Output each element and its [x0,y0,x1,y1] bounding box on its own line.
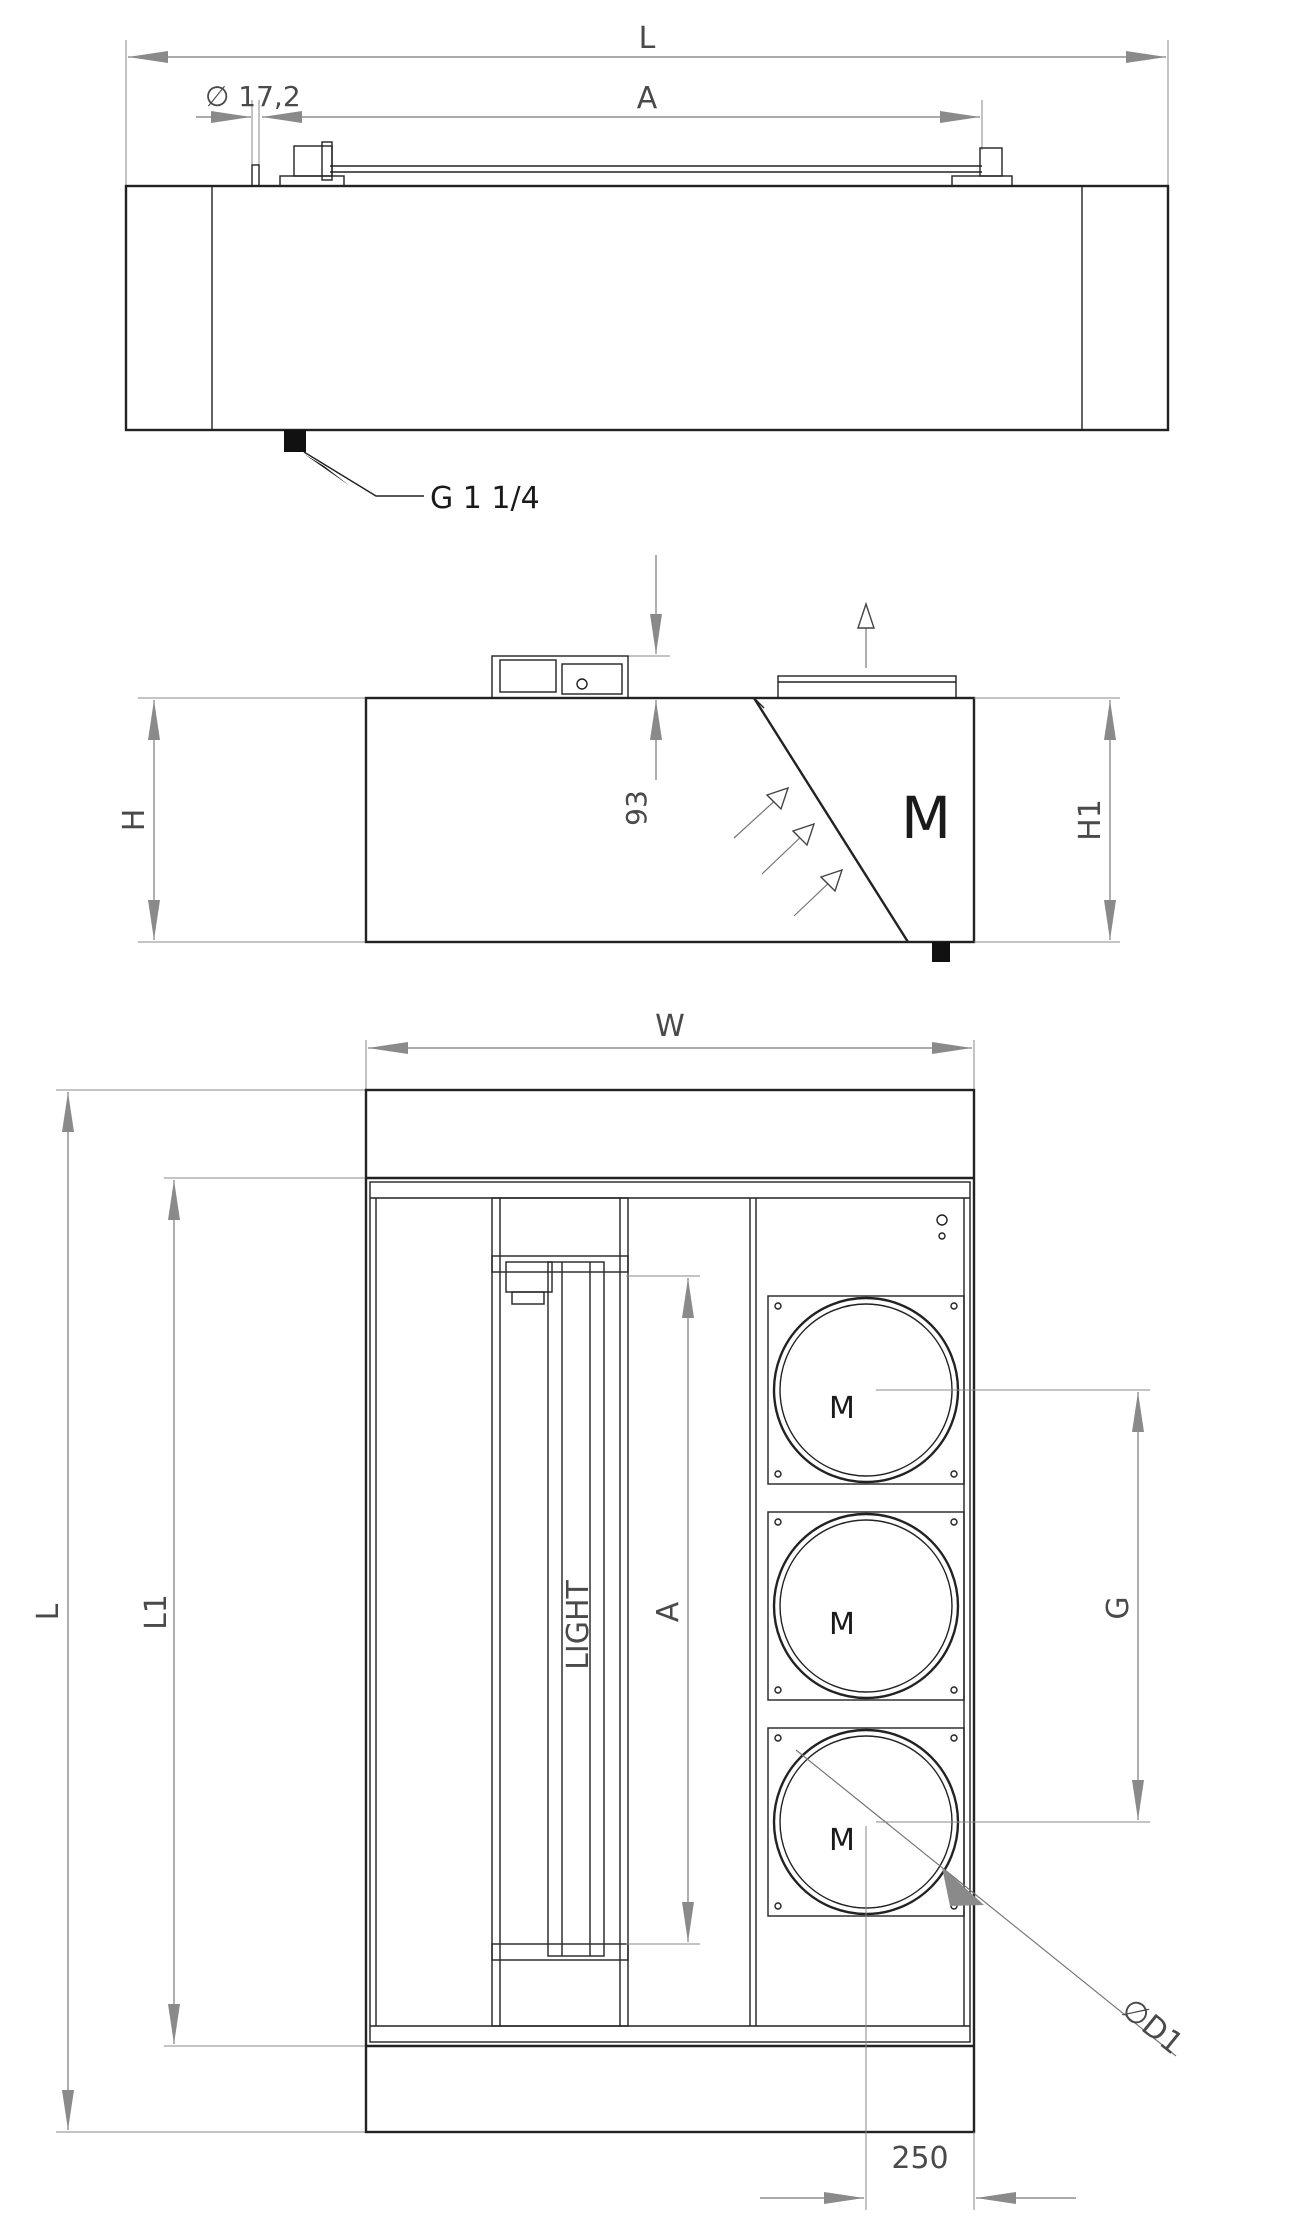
dim-label-h1: H1 [1073,799,1108,841]
dim-label-h: H [117,809,152,832]
top-view: L ∅ 17,2 A G 1 1/4 [124,21,1170,516]
bracket-right [951,175,1013,187]
drain-outlet [284,430,306,452]
fan-plate-2 [767,1511,965,1701]
hood-body-top [124,184,1170,432]
filter-diagonal [752,697,910,943]
dim-label-w: W [655,1009,685,1044]
dim-label-93: 93 [620,790,653,826]
bracket-left [279,175,345,187]
dim-label-d1: ∅D1 [1114,1992,1189,2062]
side-view: H 93 M [117,555,1120,962]
inner-frame [369,1181,971,2043]
hood-body-plan [364,1088,976,2134]
light-channel [491,1197,629,2027]
dim-label-l1: L1 [139,1594,174,1630]
dim-label-l-plan: L [31,1603,66,1620]
motor-label-2: M [829,1607,855,1642]
light-fixture-side [491,655,629,699]
dim-label-pipe-diameter: ∅ 17,2 [205,80,301,113]
dim-label-g: G [1101,1596,1136,1619]
light-tube [547,1261,605,1957]
motor-label-side: M [901,784,951,852]
connection-label: G 1 1/4 [430,481,540,516]
dim-label-a-top: A [637,81,658,116]
dim-label-a-plan: A [651,1601,686,1622]
dim-label-l-top: L [639,21,656,56]
exhaust-spigot [777,675,957,699]
dim-label-250: 250 [891,2141,948,2176]
motor-label-3: M [829,1823,855,1858]
drain-outlet-side [932,942,950,962]
hood-body-side [364,696,976,944]
pipe-stub [251,164,260,187]
light-label: LIGHT [561,1579,596,1669]
dim-line-d1 [795,1749,1177,2057]
airflow-arrows [733,786,844,917]
plan-view: W L L1 LIGHT [31,1009,1190,2210]
motor-label-1: M [829,1391,855,1426]
